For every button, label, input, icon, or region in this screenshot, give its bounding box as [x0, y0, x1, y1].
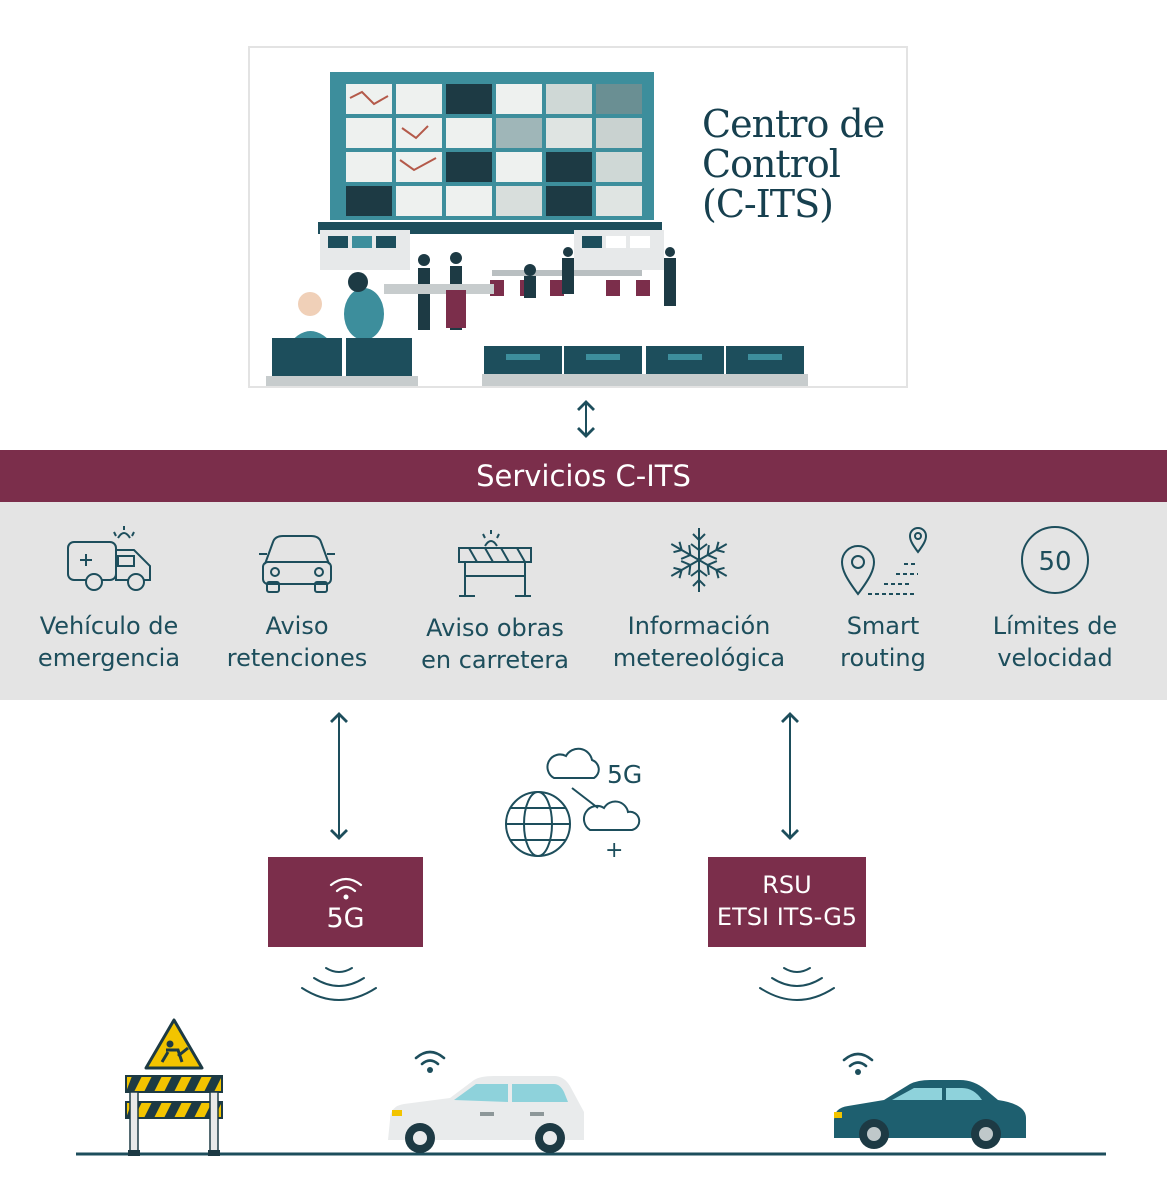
roadworks-barrier-icon [458, 530, 532, 597]
wifi-signal-icon [329, 877, 363, 900]
service-label: Límites de [992, 612, 1118, 640]
broadcast-waves-icon [301, 967, 377, 1001]
service-label: en carretera [421, 646, 569, 674]
service-label: retenciones [226, 644, 368, 672]
service-label: Smart [846, 612, 920, 640]
service-roadworks: Aviso obras en carretera [400, 502, 590, 700]
control-room-illustration [266, 72, 808, 386]
service-label: emergencia [37, 644, 181, 672]
route-pin-icon [840, 527, 928, 596]
service-label: routing [840, 644, 926, 672]
snowflake-icon [670, 528, 728, 592]
service-smart-routing: Smart routing [788, 502, 978, 700]
roadworks-sign-icon [125, 1018, 223, 1156]
speed-limit-icon: 50 [1021, 526, 1089, 594]
service-label: Aviso obras [426, 614, 564, 642]
service-weather: Información metereológica [604, 502, 794, 700]
car-icon [259, 535, 335, 593]
cloud-plus-sign: + [605, 838, 624, 863]
5g-box-label: 5G [326, 903, 365, 934]
rsu-box-label: RSU [762, 871, 812, 899]
service-label: velocidad [997, 644, 1113, 672]
control-center-title: Centro de Control (C-ITS) [702, 104, 902, 224]
title-line: (C-ITS) [702, 182, 834, 226]
service-label: Vehículo de [39, 612, 179, 640]
network-cloud-icon [505, 747, 641, 857]
title-line: Centro de [702, 102, 885, 146]
service-label: Aviso [265, 612, 329, 640]
rsu-box-standard: ETSI ITS-G5 [716, 903, 858, 931]
connected-car-teal-icon [834, 1052, 1026, 1149]
ambulance-icon [67, 526, 151, 591]
control-center-panel [248, 46, 908, 388]
5g-box: 5G [268, 857, 423, 947]
services-band-title: Servicios C-ITS [0, 450, 1167, 502]
service-speed-limits: 50 Límites de velocidad [960, 502, 1150, 700]
service-label: metereológica [612, 644, 786, 672]
connected-car-white-icon [388, 1050, 584, 1153]
service-traffic-jam: Aviso retenciones [202, 502, 392, 700]
speed-limit-value: 50 [1038, 547, 1071, 577]
rsu-box: RSU ETSI ITS-G5 [708, 857, 866, 947]
service-emergency-vehicle: Vehículo de emergencia [14, 502, 204, 700]
service-label: Información [627, 612, 771, 640]
broadcast-waves-icon [759, 967, 835, 1001]
services-panel: Vehículo de emergencia Aviso retenciones [0, 502, 1167, 700]
title-line: Control [702, 142, 841, 186]
cloud-5g-label: 5G [607, 760, 643, 789]
